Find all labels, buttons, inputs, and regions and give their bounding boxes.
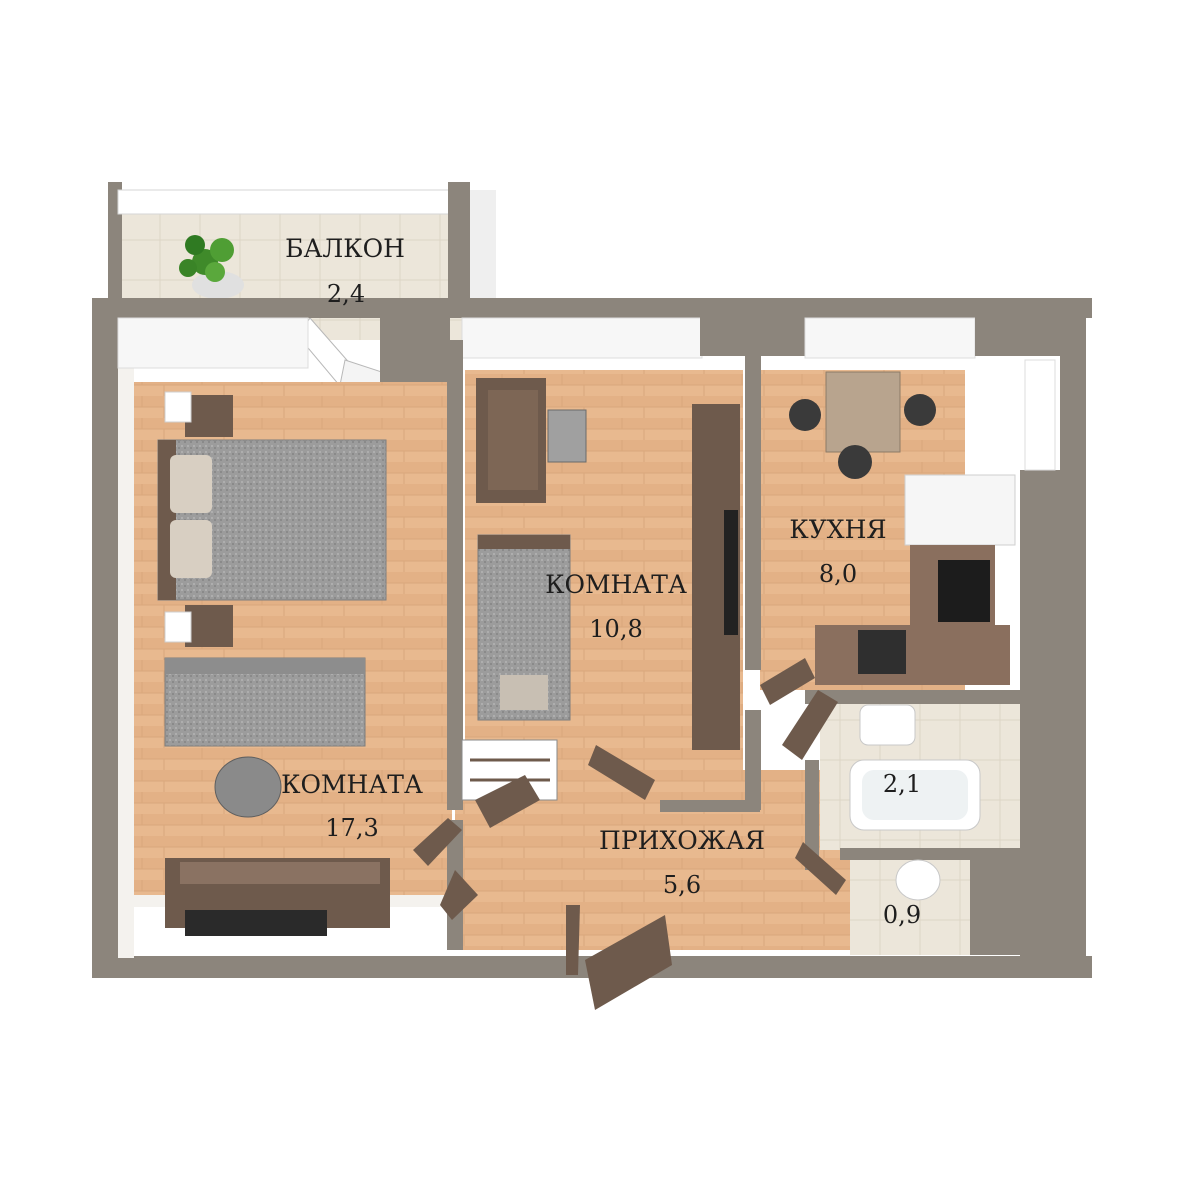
balcony-wall-right (448, 182, 470, 302)
kitchen-furniture (789, 371, 1016, 685)
stove-icon (938, 560, 990, 622)
door-shoe (475, 775, 540, 828)
room-area: 2,1 (882, 770, 922, 798)
chair-icon (838, 445, 872, 479)
rug (185, 910, 327, 936)
plant-icon (179, 235, 244, 299)
room-name: КОМНАТА (545, 570, 687, 599)
room-name: КУХНЯ (789, 515, 887, 544)
toilet-icon (895, 859, 941, 901)
tv (724, 510, 738, 635)
room-area: 10,8 (589, 615, 643, 643)
door-bedroom (413, 818, 462, 866)
pillow-top (170, 455, 212, 513)
door-kitchen (760, 658, 815, 705)
room-name: ПРИХОЖАЯ (599, 826, 765, 855)
bedroom-furniture (157, 391, 390, 936)
balcony (108, 182, 496, 406)
room-name: КОМНАТА (281, 770, 423, 799)
round-table (214, 756, 282, 818)
windows (117, 298, 1085, 471)
room-area: 8,0 (818, 560, 858, 588)
nightstand-bottom (185, 605, 233, 647)
room2-furniture (461, 378, 740, 801)
nightstand-top (185, 395, 233, 437)
room-area: 17,3 (325, 814, 379, 842)
entrance-door (585, 915, 672, 1010)
sink-icon (858, 630, 906, 674)
room-name: БАЛКОН (285, 234, 405, 263)
door-bathroom (782, 690, 838, 760)
washbasin (859, 704, 916, 746)
sink-counter (815, 625, 1010, 685)
balcony-railing-top (117, 189, 459, 215)
dining-table (825, 371, 901, 453)
room-area: 0,9 (882, 901, 922, 929)
room-area: 2,4 (326, 280, 366, 308)
doors (413, 658, 846, 1010)
door-room2 (588, 745, 655, 800)
office-chair (547, 409, 587, 463)
chair-icon (904, 394, 936, 426)
door-toilet (795, 842, 846, 895)
pillow-bottom (170, 520, 212, 578)
room-area: 5,6 (662, 871, 702, 899)
bathroom-fixtures (849, 704, 981, 901)
fridge (904, 474, 1016, 546)
chair-icon (789, 399, 821, 431)
